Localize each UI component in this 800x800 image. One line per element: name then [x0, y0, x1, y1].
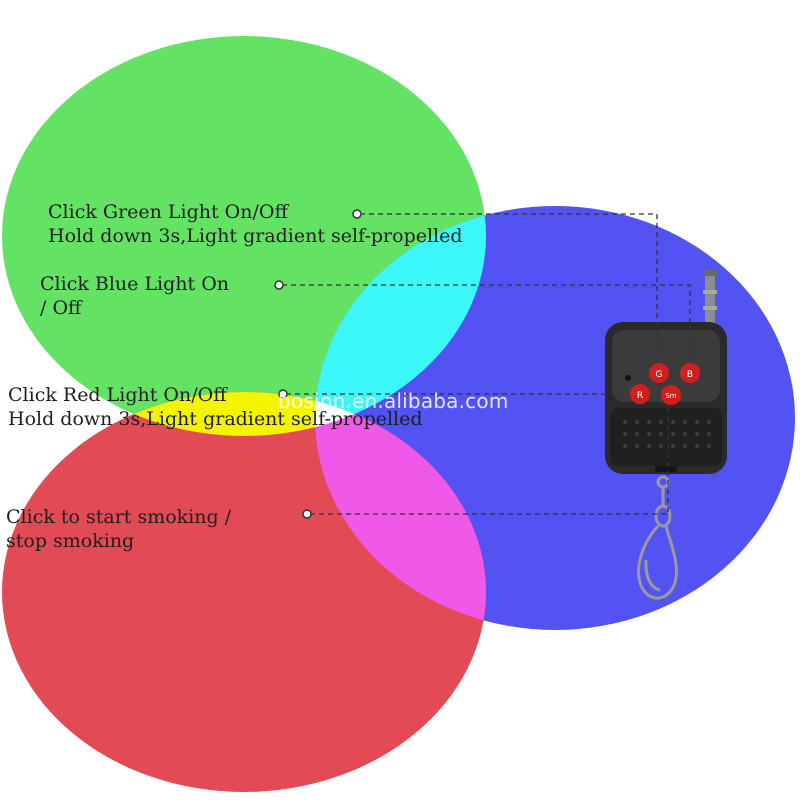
- label-red-line1: Click Red Light On/Off: [8, 384, 227, 406]
- label-blue-line1: Click Blue Light On: [40, 273, 230, 295]
- remote-button-smoke[interactable]: Sm: [661, 385, 681, 405]
- remote-button-blue[interactable]: B: [680, 363, 700, 383]
- label-red-light: Click Red Light On/Off Hold down 3s,Ligh…: [8, 383, 423, 431]
- label-blue-line2: / Off: [40, 297, 82, 319]
- label-green-line1: Click Green Light On/Off: [48, 201, 288, 223]
- anchor-dot-green: [352, 209, 362, 219]
- remote-button-red[interactable]: R: [630, 384, 650, 404]
- label-green-line2: Hold down 3s,Light gradient self-propell…: [48, 225, 463, 247]
- label-green-light: Click Green Light On/Off Hold down 3s,Li…: [48, 200, 463, 248]
- leader-blue: [282, 284, 691, 363]
- leader-smoke: [310, 405, 669, 515]
- anchor-dot-red: [278, 389, 288, 399]
- remote-button-smoke-label: Sm: [665, 392, 676, 400]
- led-indicator: [625, 375, 631, 381]
- cyan-overlap: [315, 206, 486, 436]
- anchor-dot-smoke: [302, 509, 312, 519]
- label-smoke-line2: stop smoking: [6, 530, 135, 552]
- remote-button-green[interactable]: G: [649, 363, 669, 383]
- label-red-line2: Hold down 3s,Light gradient self-propell…: [8, 408, 423, 430]
- label-smoke-line1: Click to start smoking /: [6, 506, 232, 528]
- label-smoke: Click to start smoking / stop smoking: [6, 505, 231, 553]
- antenna: [705, 270, 715, 332]
- remote-button-red-label: R: [637, 391, 643, 401]
- watermark: bosinn.en.alibaba.com: [278, 389, 509, 413]
- leader-green: [360, 213, 658, 363]
- remote-button-blue-label: B: [687, 370, 693, 380]
- remote-button-green-label: G: [656, 370, 663, 380]
- magenta-overlap: [315, 392, 486, 630]
- label-blue-light: Click Blue Light On / Off: [40, 272, 229, 320]
- anchor-dot-blue: [274, 280, 284, 290]
- keychain-clip: [637, 475, 679, 600]
